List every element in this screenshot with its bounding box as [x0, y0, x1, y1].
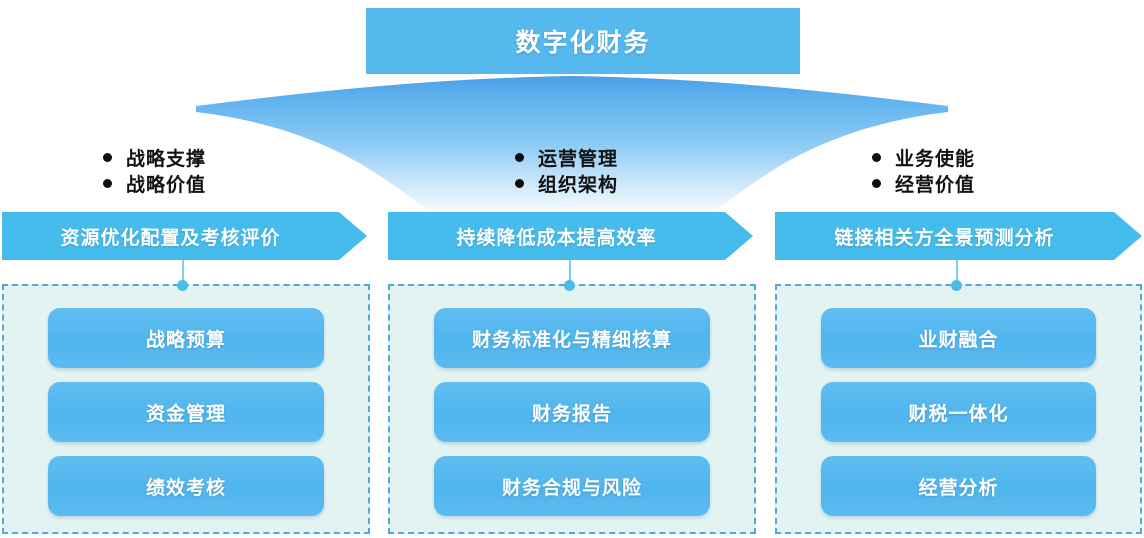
bullet-group-strategy: 战略支撑 战略价值	[103, 144, 206, 196]
bullet-label: 经营价值	[895, 174, 976, 196]
diagram-title-box: 数字化财务	[366, 8, 800, 74]
banner-label: 资源优化配置及考核评价	[60, 227, 281, 249]
item-box[interactable]: 财务标准化与精细核算	[434, 308, 710, 368]
item-label: 财务标准化与精细核算	[471, 329, 672, 351]
bullet-item: 业务使能	[872, 144, 975, 170]
column-panel-resource-optimization: 战略预算 资金管理 绩效考核	[2, 284, 370, 534]
arrow-shape	[388, 212, 753, 260]
connector-stem	[569, 260, 571, 284]
item-box[interactable]: 业财融合	[821, 308, 1096, 368]
bullet-dot-icon	[515, 178, 524, 188]
item-box[interactable]: 财税一体化	[821, 382, 1096, 442]
column-panel-cost-efficiency: 财务标准化与精细核算 财务报告 财务合规与风险	[388, 284, 756, 534]
bullet-group-business: 业务使能 经营价值	[872, 144, 975, 196]
item-label: 财务报告	[531, 403, 612, 425]
item-box[interactable]: 战略预算	[48, 308, 324, 368]
connector-dot-icon	[951, 280, 962, 291]
bullet-label: 战略支撑	[126, 148, 207, 170]
connector-dot-icon	[177, 280, 188, 291]
bullet-dot-icon	[103, 152, 112, 162]
bullet-label: 运营管理	[538, 148, 619, 170]
bullet-group-operations: 运营管理 组织架构	[515, 144, 618, 196]
item-box[interactable]: 资金管理	[48, 382, 324, 442]
connector-stem	[182, 260, 184, 284]
page-title: 数字化财务	[515, 29, 651, 57]
bullet-item: 经营价值	[872, 170, 975, 196]
item-label: 财税一体化	[908, 403, 1009, 425]
bullet-dot-icon	[872, 152, 881, 162]
item-label: 财务合规与风险	[501, 477, 642, 499]
item-label: 经营分析	[918, 477, 999, 499]
bullet-label: 组织架构	[538, 174, 619, 196]
item-box[interactable]: 绩效考核	[48, 456, 324, 516]
bullet-item: 战略支撑	[103, 144, 206, 170]
item-label: 资金管理	[145, 403, 226, 425]
item-box[interactable]: 财务报告	[434, 382, 710, 442]
connector-stem	[956, 260, 958, 284]
bullet-item: 战略价值	[103, 170, 206, 196]
item-box[interactable]: 经营分析	[821, 456, 1096, 516]
item-label: 业财融合	[918, 329, 999, 351]
arrow-shape	[775, 212, 1142, 260]
banner-arrow-stakeholder-forecast[interactable]: 链接相关方全景预测分析	[775, 212, 1142, 260]
bullet-dot-icon	[103, 178, 112, 188]
banner-arrow-resource-optimization[interactable]: 资源优化配置及考核评价	[2, 212, 367, 260]
item-box[interactable]: 财务合规与风险	[434, 456, 710, 516]
bullet-item: 运营管理	[515, 144, 618, 170]
banner-label: 持续降低成本提高效率	[456, 227, 657, 249]
column-panel-stakeholder-forecast: 业财融合 财税一体化 经营分析	[775, 284, 1142, 534]
connector-dot-icon	[564, 280, 575, 291]
banner-arrow-cost-efficiency[interactable]: 持续降低成本提高效率	[388, 212, 753, 260]
arrow-shape	[2, 212, 367, 260]
bullet-dot-icon	[515, 152, 524, 162]
bullet-label: 业务使能	[895, 148, 976, 170]
swoosh-graphic	[196, 76, 948, 216]
item-label: 绩效考核	[145, 477, 226, 499]
bullet-item: 组织架构	[515, 170, 618, 196]
item-label: 战略预算	[145, 329, 226, 351]
bullet-label: 战略价值	[126, 174, 207, 196]
banner-label: 链接相关方全景预测分析	[834, 227, 1055, 249]
bullet-dot-icon	[872, 178, 881, 188]
